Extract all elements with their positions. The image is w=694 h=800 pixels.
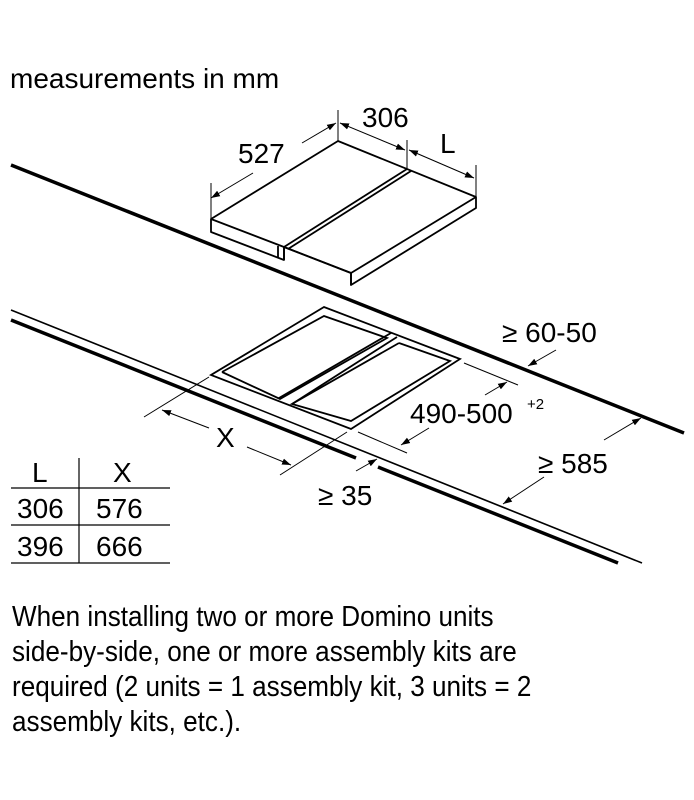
dimension-length-label: L [440,128,456,159]
table-cell: 306 [17,493,64,524]
dimension-527 [210,110,339,219]
dimension-width-label: 306 [362,102,409,133]
back-clearance-label: ≥ 60-50 [502,317,597,348]
worktop-front-edge-thin [10,309,643,564]
dimension-l [408,149,477,197]
size-table [11,458,170,564]
cutout-depth-tolerance: +2 [527,396,544,413]
worktop-cutout [208,306,462,431]
cutout-depth-label: 490-500 [410,398,513,429]
dimension-worktop-depth [502,417,642,505]
worktop-front-edge [377,465,619,565]
front-clearance-label: ≥ 35 [318,480,372,511]
table-cell: 576 [96,493,143,524]
table-cell: 396 [17,531,64,562]
front-clearance-arrow [355,458,378,472]
cutout-width-label: X [216,422,235,453]
dimension-cutout-width [143,376,348,476]
installation-note: When installing two or more Domino units… [12,600,624,740]
worktop-front-edge [10,318,357,460]
units-label: measurements in mm [10,63,279,94]
dimension-cutout-depth [357,362,519,454]
table-header-x: X [113,457,132,488]
worktop-back-edge [10,163,685,435]
table-cell: 666 [96,531,143,562]
table-header-l: L [32,457,48,488]
back-clearance-arrow [527,349,557,367]
worktop-depth-label: ≥ 585 [538,448,608,479]
dimension-306 [339,122,408,170]
note-line: required (2 units = 1 assembly kit, 3 un… [12,671,532,703]
note-line: assembly kits, etc.). [12,706,242,738]
note-line: side-by-side, one or more assembly kits … [12,636,517,668]
dimension-depth-label: 527 [238,138,285,169]
note-line: When installing two or more Domino units [12,601,494,633]
